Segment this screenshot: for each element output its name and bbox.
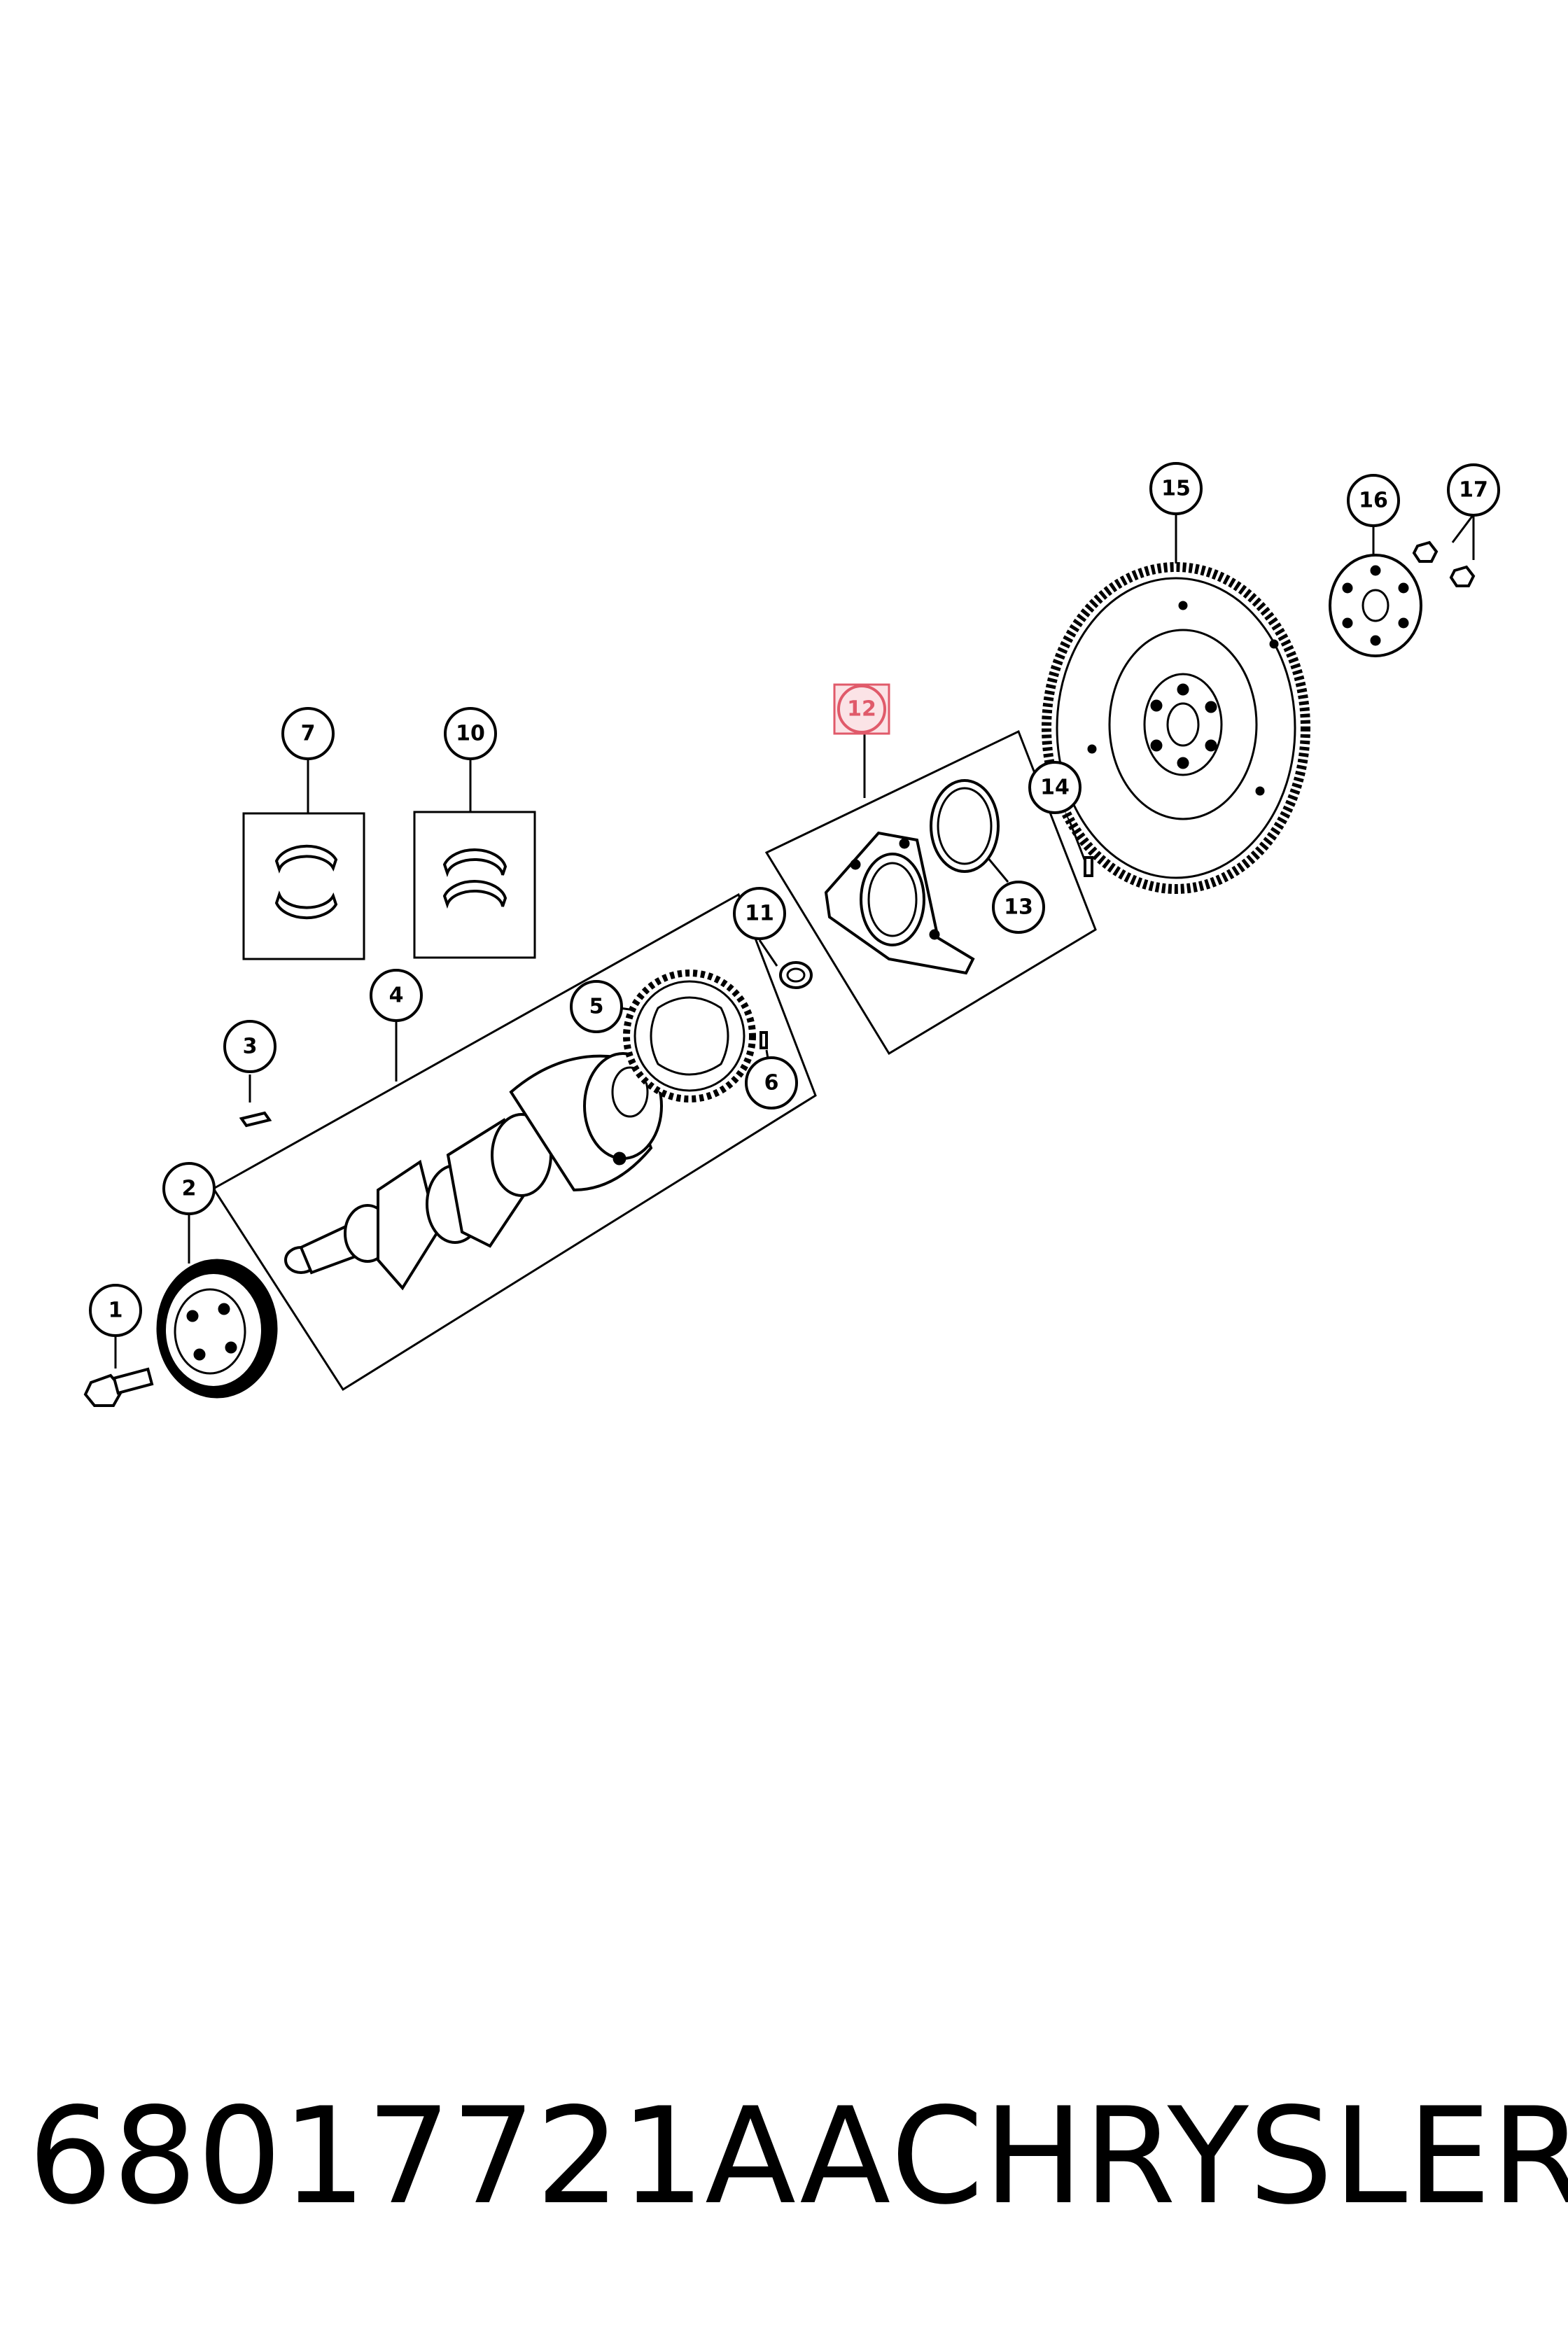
callout-1: 1 [89, 1284, 142, 1337]
callout-16: 16 [1347, 474, 1400, 527]
flexplate-bolts [1412, 540, 1476, 587]
callout-2: 2 [162, 1162, 216, 1215]
callout-17: 17 [1447, 463, 1500, 517]
tone-wheel [623, 969, 756, 1102]
callout-14: 14 [1028, 761, 1082, 814]
crankshaft-group-box [211, 892, 817, 1392]
callout-7-label: 7 [301, 722, 316, 746]
rear-main-seal [930, 779, 1000, 873]
pilot-bearing [779, 961, 813, 989]
callout-12[interactable]: 12 [833, 683, 890, 735]
thrust-bearing-box [413, 811, 536, 959]
damper-pulley [156, 1259, 278, 1399]
callout-1-label: 1 [108, 1298, 123, 1323]
callout-14-label: 14 [1040, 776, 1070, 800]
brand-name: CHRYSLER [890, 2078, 1568, 2234]
callout-10-label: 10 [456, 722, 485, 746]
callout-13: 13 [992, 881, 1045, 934]
callout-5-label: 5 [589, 995, 604, 1019]
callout-15: 15 [1149, 462, 1203, 515]
tone-wheel-screw [760, 1031, 768, 1049]
main-bearing-box [242, 812, 365, 960]
callout-4-label: 4 [389, 983, 404, 1008]
callout-10: 10 [444, 707, 497, 760]
crankshaft [284, 1052, 663, 1291]
main-bearing-shells [274, 844, 338, 920]
callout-12-label: 12 [847, 697, 876, 722]
callout-7: 7 [281, 707, 335, 760]
thrust-bearing-shells [442, 848, 507, 909]
callout-17-label: 17 [1459, 478, 1488, 503]
callout-3: 3 [223, 1020, 276, 1073]
callout-6-label: 6 [764, 1071, 779, 1096]
dowel-pin [1084, 856, 1093, 877]
callout-15-label: 15 [1161, 477, 1191, 501]
part-number: 68017721AA [28, 2078, 891, 2234]
rear-seal-retainer [824, 831, 975, 975]
crank-bolt [83, 1367, 154, 1407]
flexplate-reinforcement-plate [1329, 554, 1422, 657]
flexplate [1042, 562, 1310, 894]
callout-3-label: 3 [243, 1035, 258, 1059]
callout-11-label: 11 [745, 902, 774, 926]
rear-seal-group-box [764, 729, 1097, 1056]
callout-5: 5 [570, 980, 623, 1033]
callout-6: 6 [745, 1056, 798, 1110]
caption: 68017721AA CHRYSLER [28, 2072, 1568, 2240]
callout-13-label: 13 [1004, 895, 1033, 920]
woodruff-key [239, 1111, 272, 1128]
callout-16-label: 16 [1359, 489, 1388, 513]
callout-2-label: 2 [182, 1177, 197, 1201]
callout-11: 11 [733, 887, 786, 940]
callout-4: 4 [370, 969, 423, 1022]
